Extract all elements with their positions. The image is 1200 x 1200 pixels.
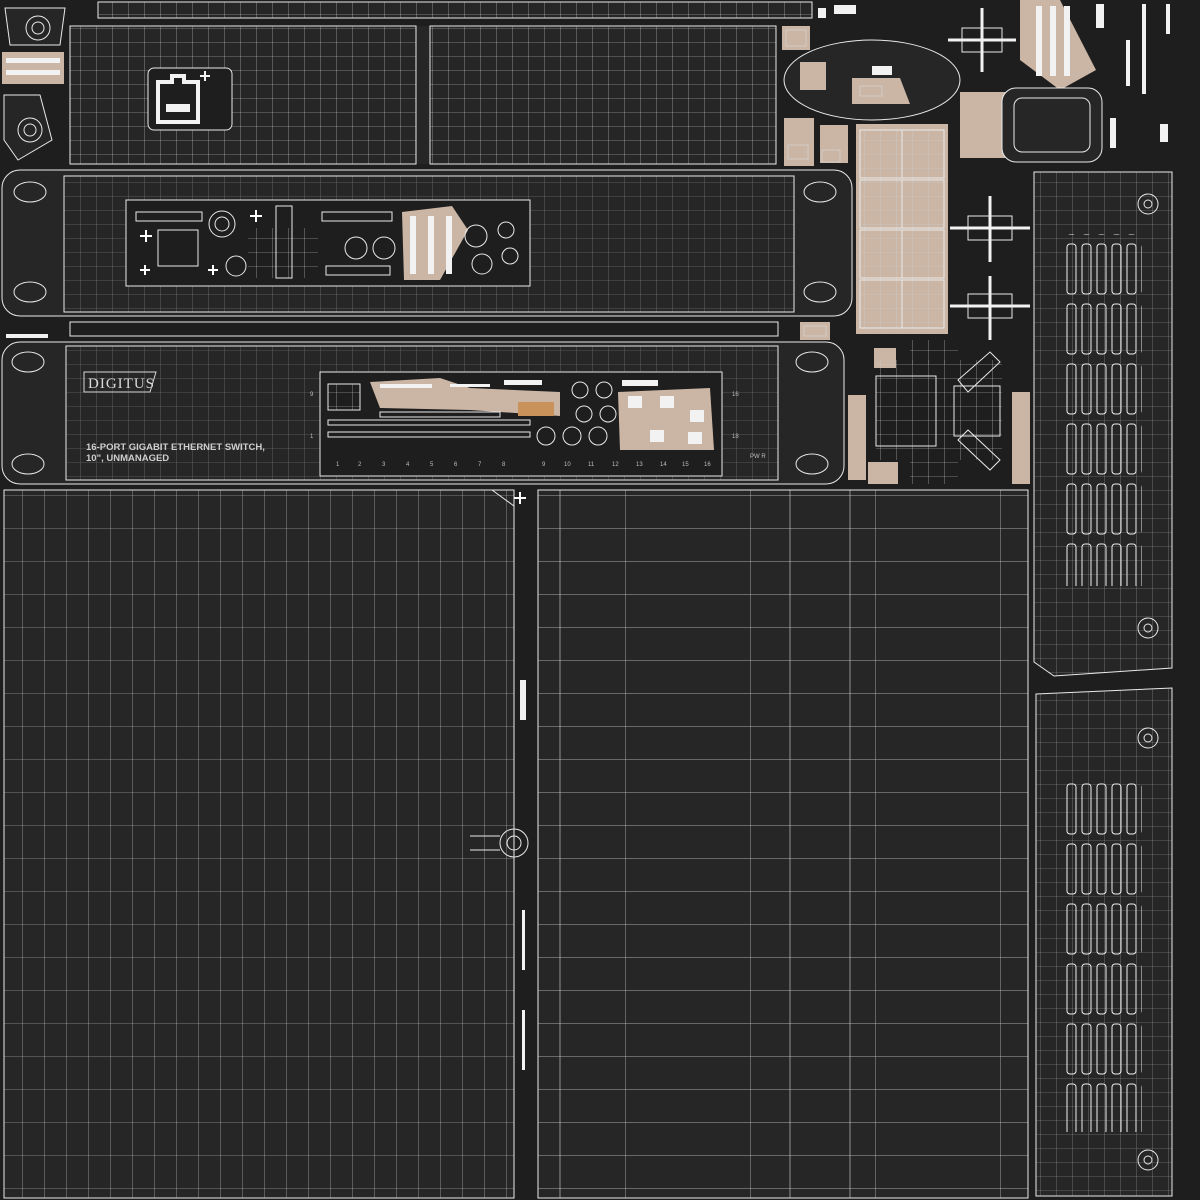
rj45-port-icon — [156, 74, 200, 124]
svg-text:9: 9 — [542, 462, 546, 468]
bottom-panel-left — [3, 489, 515, 1199]
svg-text:15: 15 — [682, 462, 689, 468]
svg-text:11: 11 — [588, 462, 595, 468]
svg-text:3: 3 — [382, 462, 386, 468]
side-panel-lower — [1035, 687, 1173, 1197]
product-name-line1: 16-PORT GIGABIT ETHERNET SWITCH, — [86, 442, 265, 453]
pwr-label: PW R — [750, 454, 766, 460]
center-hinge-strip — [470, 492, 529, 1070]
product-name-line2: 10", UNMANAGED — [86, 453, 169, 464]
front-panel-label: DIGITUS 16-PORT GIGABIT ETHERNET SWITCH,… — [1, 321, 845, 485]
svg-text:16: 16 — [704, 462, 711, 468]
side-number-16: 16 — [732, 392, 739, 398]
svg-text:14: 14 — [660, 462, 667, 468]
front-panel-top — [1, 169, 853, 317]
brand-logo: DIGITUS — [83, 371, 157, 393]
svg-text:13: 13 — [636, 462, 643, 468]
svg-text:12: 12 — [612, 462, 619, 468]
side-number-1: 1 — [310, 434, 314, 440]
svg-text:1: 1 — [336, 462, 340, 468]
svg-text:7: 7 — [478, 462, 482, 468]
beige-parts-column — [784, 118, 848, 166]
parts-cluster-mid-right — [800, 322, 1030, 484]
svg-text:6: 6 — [454, 462, 458, 468]
svg-text:4: 4 — [406, 462, 410, 468]
side-number-9: 9 — [310, 392, 314, 398]
small-parts-top-center — [782, 5, 961, 121]
bottom-panel-right — [537, 489, 1029, 1199]
small-bar — [6, 334, 48, 338]
side-panel-upper — [1033, 171, 1173, 677]
svg-text:8: 8 — [502, 462, 506, 468]
corner-pieces-left — [2, 7, 66, 161]
port-number-row: 1 2 3 4 5 6 7 8 9 10 11 12 13 14 15 16 — [336, 462, 711, 468]
top-strip — [97, 1, 813, 19]
svg-text:10: 10 — [564, 462, 571, 468]
top-panel — [69, 25, 777, 165]
brand-logo-text: DIGITUS — [88, 376, 155, 392]
ports-block — [856, 124, 948, 334]
cross-bracket-parts — [948, 0, 1170, 340]
svg-text:5: 5 — [430, 462, 434, 468]
svg-text:2: 2 — [358, 462, 362, 468]
side-number-18: 18 — [732, 434, 739, 440]
rounded-bracket — [960, 87, 1168, 163]
